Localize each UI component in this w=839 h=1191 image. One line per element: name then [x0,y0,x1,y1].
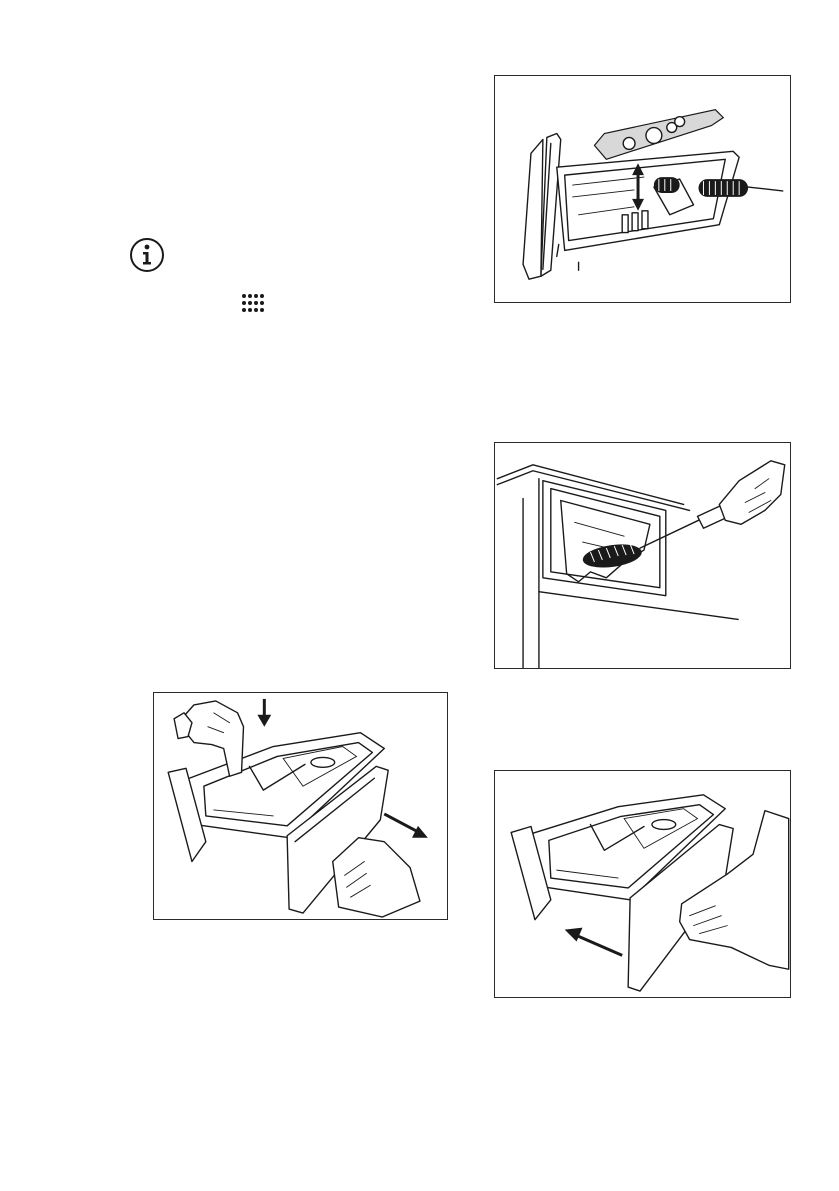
info-icon [129,237,165,273]
figure-drawer-pull-out [494,770,791,998]
figure-drawer-recess-cleaning [494,442,791,669]
figure-drawer-insert-cleaning [494,75,791,303]
dots-grid-icon [240,292,264,316]
figure-drawer-removal [153,692,448,920]
